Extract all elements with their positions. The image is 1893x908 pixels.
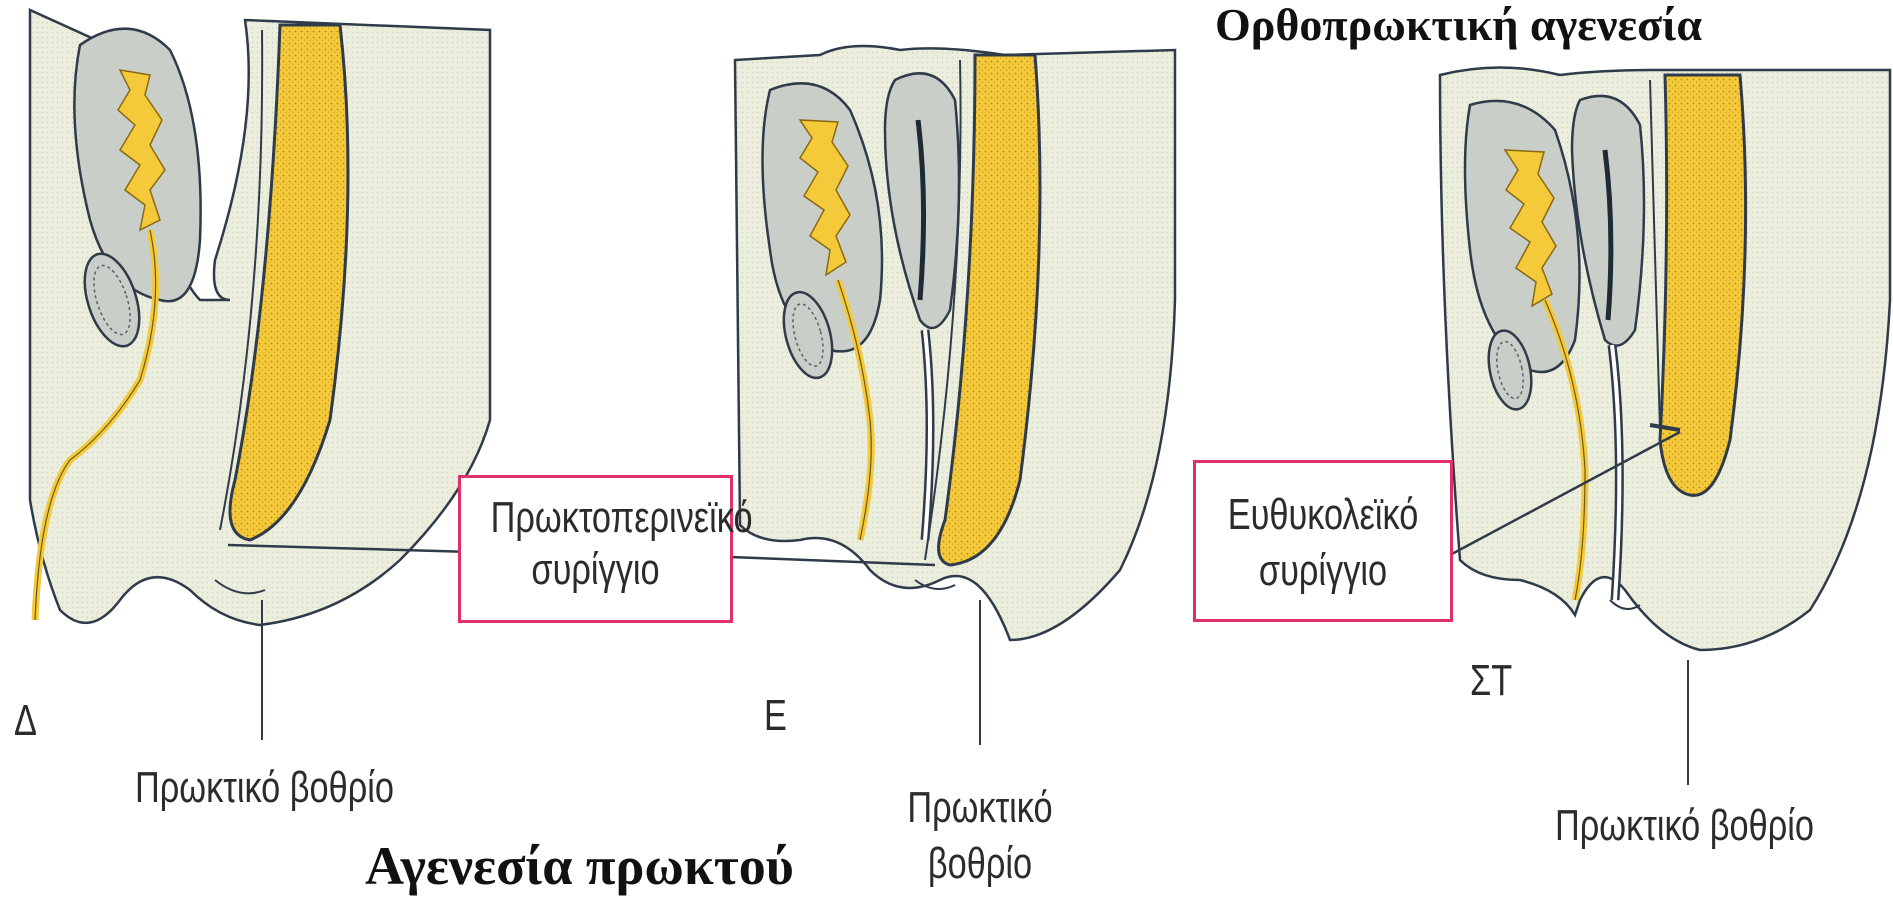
panel-letter-delta: Δ xyxy=(14,695,37,747)
urethral-fistula-label-line2: συρίγγιο xyxy=(1224,545,1422,597)
urethral-fistula-label-line1: Ευθυκολεϊκό xyxy=(1224,489,1422,541)
perineal-fistula-label-line1: Πρωκτοπερινεϊκό xyxy=(491,492,701,544)
panel-delta-illustration xyxy=(30,10,490,740)
panel-letter-sigma-tau: ΣΤ xyxy=(1470,655,1512,707)
anal-pit-label-epsilon-line1: Πρωκτικό xyxy=(902,782,1058,834)
corner-title: Ορθοπρωκτική αγενεσία xyxy=(1215,0,1702,51)
perineal-fistula-label-line2: συρίγγιο xyxy=(491,544,701,596)
main-title: Αγενεσία πρωκτού xyxy=(365,835,794,897)
urethral-fistula-callout: Ευθυκολεϊκό συρίγγιο xyxy=(1193,460,1453,622)
panel-epsilon-illustration xyxy=(730,46,1175,745)
perineal-fistula-callout: Πρωκτοπερινεϊκό συρίγγιο xyxy=(458,475,733,623)
anal-pit-label-sigma-tau: Πρωκτικό βοθρίο xyxy=(1555,800,1814,852)
anal-pit-label-epsilon-line2: βοθρίο xyxy=(902,838,1058,890)
anal-pit-label-delta: Πρωκτικό βοθρίο xyxy=(135,762,394,814)
panel-letter-epsilon: Ε xyxy=(764,690,787,742)
